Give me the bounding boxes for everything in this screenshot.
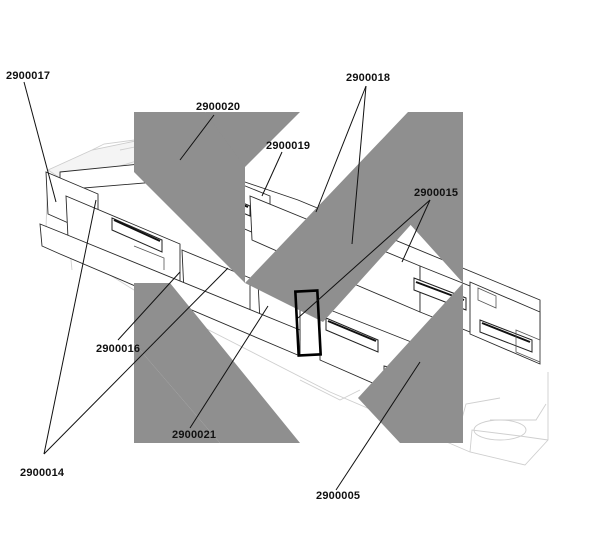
part-labels: 2900017 2900020 2900018 2900019 2900015 …	[6, 70, 458, 502]
label-2900018: 2900018	[346, 72, 390, 84]
leader-2900015-a	[401, 199, 431, 263]
label-2900015: 2900015	[414, 187, 458, 199]
leader-lines	[23, 81, 431, 491]
highlighted-part-2900019	[293, 289, 323, 357]
leader-2900019	[261, 151, 283, 197]
label-2900016: 2900016	[96, 343, 140, 355]
label-2900020: 2900020	[196, 101, 240, 113]
leader-2900016	[117, 271, 181, 341]
leader-2900014-b	[43, 267, 229, 455]
leader-2900014-a	[43, 199, 97, 455]
leader-2900005	[335, 361, 421, 491]
label-2900021: 2900021	[172, 429, 216, 441]
leader-2900021	[189, 305, 269, 429]
label-2900017: 2900017	[6, 70, 50, 82]
leader-2900020	[179, 114, 215, 161]
leader-2900018-b	[351, 85, 367, 245]
leader-2900018-a	[315, 85, 367, 213]
label-2900005: 2900005	[316, 490, 360, 502]
label-2900014: 2900014	[20, 467, 65, 479]
leader-2900015-b	[297, 199, 431, 319]
label-2900019: 2900019	[266, 140, 310, 152]
leader-2900017	[23, 81, 57, 203]
